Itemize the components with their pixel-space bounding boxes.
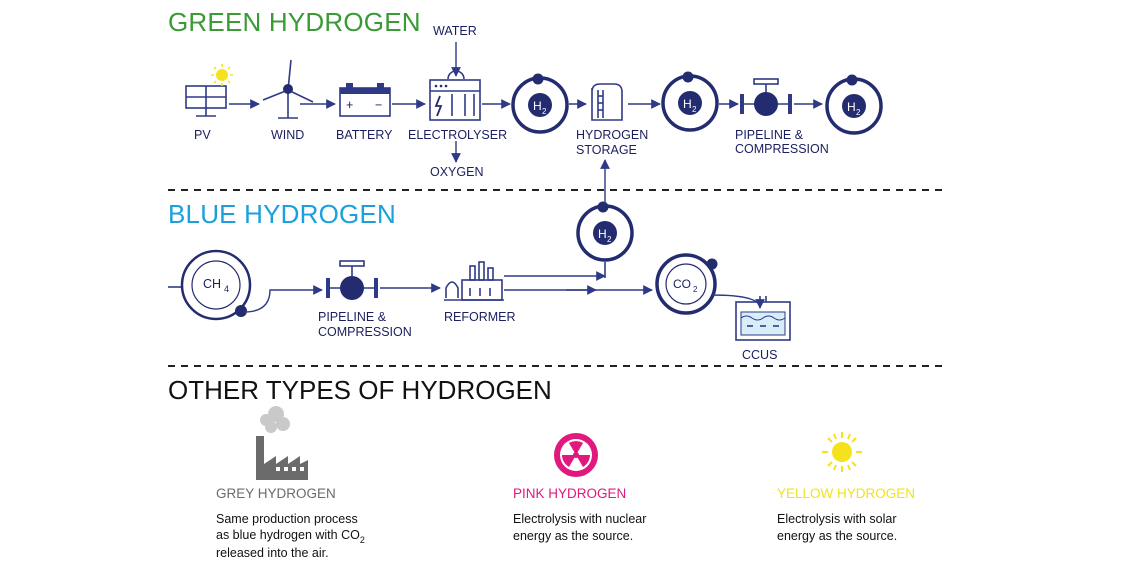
water-label: WATER [433,24,477,38]
other-types-title: OTHER TYPES OF HYDROGEN [168,375,552,405]
yellow-desc-line2: energy as the source. [777,529,897,543]
grey-desc-line2: as blue hydrogen with CO2 [216,528,365,545]
svg-text:2: 2 [856,108,861,117]
green-pipeline-label-line1: PIPELINE & [735,128,804,142]
svg-text:2: 2 [542,107,547,116]
battery-icon: + − [339,83,391,117]
pink-desc-line1: Electrolysis with nuclear [513,512,646,526]
grey-desc-line3: released into the air. [216,546,329,560]
battery-label: BATTERY [336,128,393,142]
ccus-label: CCUS [742,348,777,362]
h2-molecule-icon: H 2 [511,71,569,134]
blue-pipeline-label-line2: COMPRESSION [318,325,412,339]
storage-label-line2: STORAGE [576,143,637,157]
blue-pipeline-label-line1: PIPELINE & [318,310,387,324]
pipeline-valve-icon [740,78,792,116]
svg-text:2: 2 [692,105,697,114]
oxygen-label: OXYGEN [430,165,484,179]
svg-text:CO: CO [673,277,691,291]
battery-minus: − [375,98,382,112]
ch4-molecule-icon: CH 4 [180,249,252,321]
battery-plus: + [346,98,353,112]
svg-text:H: H [683,97,692,111]
svg-text:H: H [598,227,607,241]
pipeline-valve-icon [326,260,378,300]
pink-desc-line2: energy as the source. [513,529,633,543]
hydrogen-storage-icon [591,83,623,121]
sun-icon [211,64,233,86]
wind-turbine-icon [262,59,314,119]
yellow-desc-line1: Electrolysis with solar [777,512,896,526]
svg-text:H: H [847,100,856,114]
h2-molecule-icon: H 2 [661,69,719,132]
ccus-icon [735,296,791,341]
yellow-hydrogen-name: YELLOW HYDROGEN [777,486,915,501]
reformer-label: REFORMER [444,310,516,324]
nuclear-icon [554,433,598,477]
reformer-icon [444,261,504,301]
factory-icon [256,406,308,480]
blue-hydrogen-title: BLUE HYDROGEN [168,199,396,229]
green-pipeline-label-line2: COMPRESSION [735,142,829,156]
h2-molecule-icon: H 2 [825,72,883,135]
svg-text:2: 2 [607,235,612,244]
svg-text:4: 4 [224,284,229,294]
svg-text:H: H [533,99,542,113]
electrolyser-label: ELECTROLYSER [408,128,507,142]
wind-label: WIND [271,128,304,142]
grey-hydrogen-name: GREY HYDROGEN [216,486,336,501]
pv-icon [185,64,233,117]
co2-molecule-icon: CO 2 [655,253,718,315]
electrolyser-icon [429,70,481,121]
pv-label: PV [194,128,211,142]
svg-text:2: 2 [693,285,698,294]
pink-hydrogen-name: PINK HYDROGEN [513,486,626,501]
green-hydrogen-title: GREEN HYDROGEN [168,7,421,37]
sun-icon [822,432,862,472]
storage-label-line1: HYDROGEN [576,128,648,142]
grey-desc-line1: Same production process [216,512,358,526]
h2-molecule-icon: H 2 [576,199,634,262]
svg-text:CH: CH [203,277,221,291]
